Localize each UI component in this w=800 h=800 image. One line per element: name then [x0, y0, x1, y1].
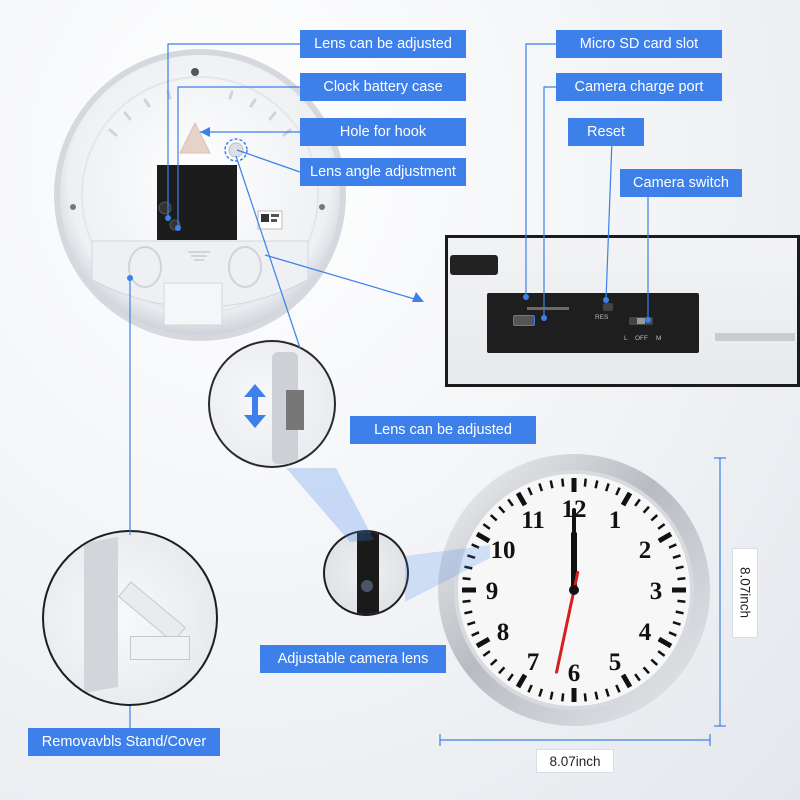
minute-tick — [467, 620, 476, 626]
stand-cover-zoom — [42, 530, 218, 706]
minute-tick — [507, 498, 514, 507]
clock-ticks — [462, 478, 686, 702]
minute-tick — [464, 610, 473, 615]
label-camera-switch: Camera switch — [620, 169, 742, 197]
label-lens-angle: Lens angle adjustment — [300, 158, 466, 186]
clock-numeral: 11 — [521, 507, 545, 534]
minute-tick — [672, 554, 681, 560]
switch-label-m: M — [656, 335, 662, 342]
clock-numeral: 10 — [490, 537, 515, 564]
clock-numeral: 3 — [650, 578, 663, 605]
clock-numeral: 8 — [497, 619, 510, 646]
label-charge-port: Camera charge port — [556, 73, 722, 101]
dimension-width: 8.07inch — [536, 749, 614, 773]
minute-tick — [471, 631, 480, 637]
clock-back-view — [50, 45, 350, 345]
clock-numeral: 7 — [527, 649, 540, 676]
hour-tick — [475, 531, 491, 544]
label-micro-sd: Micro SD card slot — [556, 30, 722, 58]
minute-tick — [498, 666, 506, 675]
minute-tick — [615, 487, 621, 496]
camera-switch — [629, 317, 653, 325]
minute-tick — [527, 487, 533, 496]
switch-label-l: L — [624, 335, 628, 342]
lens-adjust-zoom — [208, 340, 336, 468]
minute-tick — [668, 631, 677, 637]
charge-port — [513, 315, 535, 326]
minute-tick — [672, 620, 681, 626]
minute-tick — [583, 478, 587, 487]
minute-tick — [464, 565, 473, 570]
clock-front-view: 121234567891011 — [438, 454, 710, 726]
hour-tick — [657, 531, 673, 544]
label-hole-hook: Hole for hook — [300, 118, 466, 146]
minute-tick — [650, 658, 659, 666]
clock-numeral: 1 — [609, 507, 622, 534]
clock-numeral: 2 — [639, 537, 652, 564]
label-lens-adjusted-mid: Lens can be adjusted — [350, 416, 536, 444]
dimension-height: 8.07inch — [732, 548, 758, 638]
minute-tick — [675, 610, 684, 615]
hour-tick — [515, 673, 528, 689]
minute-tick — [675, 565, 684, 570]
minute-tick — [549, 480, 554, 489]
hour-tick — [620, 673, 633, 689]
minute-tick — [604, 688, 610, 697]
hour-tick — [620, 491, 633, 507]
micro-sd-slot — [527, 307, 569, 310]
minute-tick — [462, 599, 471, 603]
clock-numeral: 9 — [486, 578, 499, 605]
up-down-arrow-icon — [244, 384, 266, 428]
minute-tick — [657, 650, 666, 657]
minute-tick — [471, 543, 480, 549]
minute-tick — [561, 693, 565, 702]
minute-tick — [527, 684, 533, 693]
minute-tick — [489, 658, 498, 666]
minute-tick — [634, 498, 641, 507]
minute-tick — [467, 554, 476, 560]
reset-button — [603, 303, 613, 311]
label-reset: Reset — [568, 118, 644, 146]
camera-panel-photo: RES L OFF M — [445, 235, 800, 387]
label-battery-case: Clock battery case — [300, 73, 466, 101]
minute-tick — [604, 483, 610, 492]
switch-label-off: OFF — [635, 335, 648, 342]
minute-tick — [549, 691, 554, 700]
minute-tick — [498, 505, 506, 514]
minute-tick — [538, 688, 544, 697]
minute-tick — [507, 673, 514, 682]
label-lens-adjusted-top: Lens can be adjusted — [300, 30, 466, 58]
minute-tick — [650, 514, 659, 522]
minute-tick — [583, 693, 587, 702]
minute-tick — [594, 480, 599, 489]
minute-tick — [634, 673, 641, 682]
minute-tick — [482, 650, 491, 657]
minute-tick — [615, 684, 621, 693]
minute-tick — [668, 543, 677, 549]
reset-text: RES — [595, 314, 609, 321]
hour-tick — [475, 636, 491, 649]
minute-tick — [677, 577, 686, 581]
minute-tick — [482, 523, 491, 530]
minute-tick — [657, 523, 666, 530]
label-adjustable-lens: Adjustable camera lens — [260, 645, 446, 673]
minute-tick — [538, 483, 544, 492]
hour-tick — [657, 636, 673, 649]
clock-numeral: 4 — [639, 619, 652, 646]
minute-tick — [642, 666, 650, 675]
lens-closeup-zoom — [323, 530, 409, 616]
minute-tick — [642, 505, 650, 514]
clock-numeral: 5 — [609, 649, 622, 676]
minute-tick — [462, 577, 471, 581]
minute-tick — [594, 691, 599, 700]
port-panel: RES L OFF M — [487, 293, 699, 353]
label-stand-cover: Removavbls Stand/Cover — [28, 728, 220, 756]
clock-numeral: 6 — [568, 660, 581, 687]
hour-tick — [515, 491, 528, 507]
minute-tick — [561, 478, 565, 487]
minute-tick — [489, 514, 498, 522]
minute-tick — [677, 599, 686, 603]
